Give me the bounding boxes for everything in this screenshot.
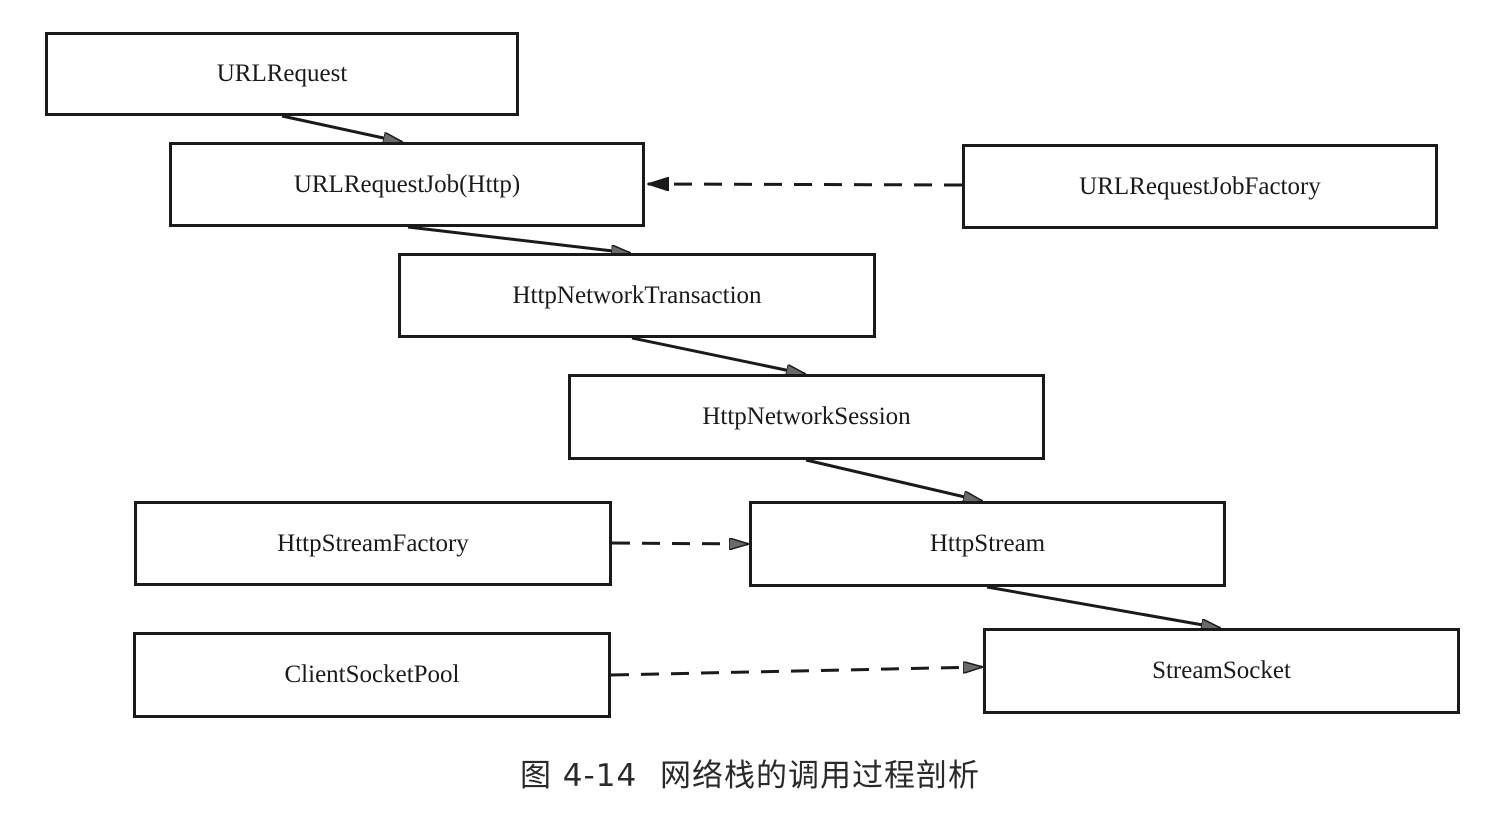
node-label: HttpNetworkTransaction [512, 281, 762, 309]
edge-jobfactory-to-urlrequestjob [648, 184, 963, 185]
node-label: URLRequest [216, 60, 348, 87]
edge-transaction-to-session [631, 336, 805, 374]
edge-socketpool-to-streamsocket [610, 667, 982, 677]
figure-title: 网络栈的调用过程剖析 [660, 758, 981, 794]
node-streamsocket: StreamSocket [983, 628, 1460, 714]
node-label: URLRequestJob(Http) [293, 170, 521, 198]
edge-urlrequest-to-urlrequestjob [281, 114, 402, 142]
node-label: URLRequestJobFactory [1079, 172, 1321, 200]
node-label: HttpStreamFactory [277, 529, 469, 557]
figure-number: 图 4-14 [519, 758, 638, 794]
figure-caption: 图 4-14 网络栈的调用过程剖析 [0, 750, 1500, 795]
node-label: ClientSocketPool [284, 661, 460, 688]
node-label: HttpStream [929, 530, 1046, 557]
node-clientsocketpool: ClientSocketPool [133, 632, 611, 718]
node-label: StreamSocket [1152, 657, 1291, 684]
node-httpstream: HttpStream [749, 501, 1226, 587]
node-urlrequest: URLRequest [45, 32, 519, 116]
node-httpnetworktransaction: HttpNetworkTransaction [398, 253, 876, 338]
node-httpnetworksession: HttpNetworkSession [568, 374, 1045, 460]
edge-session-to-httpstream [805, 458, 982, 501]
node-urlrequestjobfactory: URLRequestJobFactory [962, 144, 1438, 229]
node-urlrequestjob-http: URLRequestJob(Http) [169, 142, 645, 227]
node-httpstreamfactory: HttpStreamFactory [134, 501, 612, 586]
edge-urlrequestjob-to-transaction [407, 225, 630, 253]
node-label: HttpNetworkSession [702, 403, 911, 430]
edge-streamfactory-to-httpstream [611, 543, 748, 544]
edge-httpstream-to-streamsocket [986, 585, 1220, 628]
